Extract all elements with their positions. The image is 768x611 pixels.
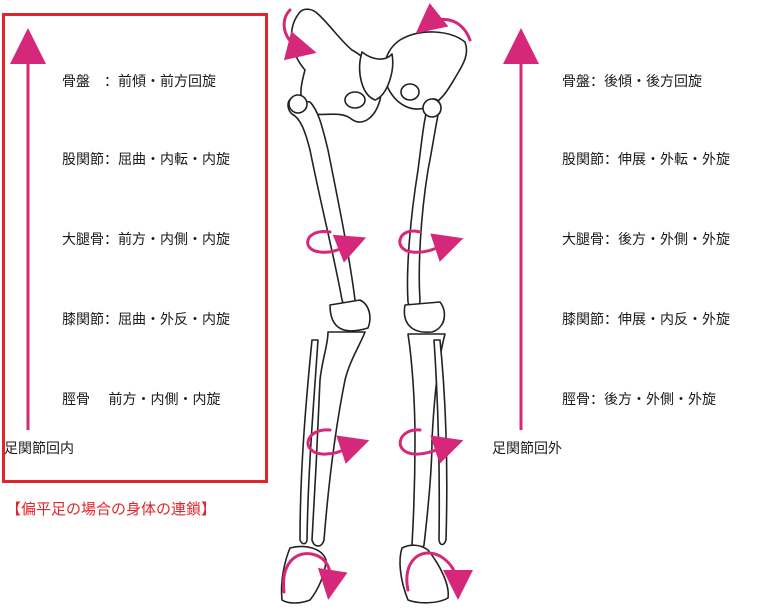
foot-left-rotation-arrow xyxy=(282,552,348,600)
femur-right-rotation-arrow xyxy=(398,229,464,262)
right-chain-item-hip: 股関節：伸展・外転・外旋 xyxy=(562,152,730,168)
right-chain-item-pelvis: 骨盤：後傾・後方回旋 xyxy=(562,74,702,90)
sacrum xyxy=(358,51,394,101)
femur-left-rotation-arrow xyxy=(306,230,367,263)
figure-caption: 【偏平足の場合の身体の連鎖】 xyxy=(6,500,217,518)
femur-left xyxy=(287,98,356,309)
foot-right-rotation-arrow xyxy=(405,551,473,600)
right-chain-item-tibia: 脛骨：後方・外側・外旋 xyxy=(562,392,716,408)
femur-right xyxy=(406,98,442,310)
right-chain-bottom-label: 足関節回外 xyxy=(492,441,562,457)
pelvis-right xyxy=(383,31,468,110)
tibia-left xyxy=(311,331,366,547)
right-chain-item-knee: 膝関節：伸展・内反・外旋 xyxy=(562,312,730,328)
left-chain-item-hip: 股関節：屈曲・内転・内旋 xyxy=(62,152,230,168)
tibia-right-rotation-arrow xyxy=(398,428,464,464)
left-chain-item-knee: 膝関節：屈曲・外反・内旋 xyxy=(62,312,230,328)
pelvis-left-rotation-arrow xyxy=(282,8,317,61)
left-chain-item-femur: 大腿骨：前方・内側・内旋 xyxy=(62,232,230,248)
left-chain-item-pelvis: 骨盤 ：前傾・前方回旋 xyxy=(62,74,216,90)
highlight-frame xyxy=(2,13,268,483)
pelvis-right-rotation-arrow xyxy=(415,3,472,42)
left-chain-bottom-label: 足関節回内 xyxy=(4,441,74,457)
tibia-left-rotation-arrow xyxy=(306,428,370,464)
right-chain-item-femur: 大腿骨：後方・外側・外旋 xyxy=(562,232,730,248)
left-chain-item-tibia: 脛骨 前方・内側・内旋 xyxy=(62,392,221,408)
